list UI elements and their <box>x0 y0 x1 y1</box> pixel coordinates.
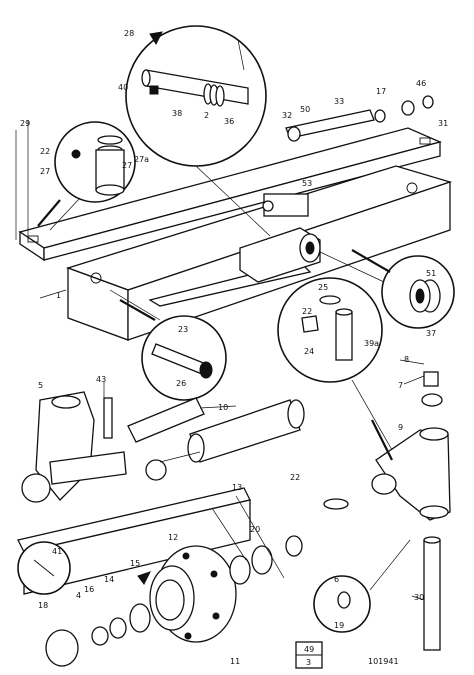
callout-20: 20 <box>250 525 260 534</box>
upper-side-rail <box>18 127 442 262</box>
box-label-bottom: 3 <box>306 658 311 667</box>
callout-4: 4 <box>76 591 81 600</box>
callout-22-b: 22 <box>302 307 312 316</box>
upper-right-shaft <box>285 95 434 142</box>
callout-22-c: 22 <box>290 473 300 482</box>
callout-7: 7 <box>398 381 403 390</box>
detail-circle-pin <box>125 25 271 237</box>
callout-11: 11 <box>230 657 240 666</box>
callout-17: 17 <box>376 87 386 96</box>
callout-28: 28 <box>124 29 134 38</box>
callout-36: 36 <box>224 117 234 126</box>
callout-labels: 28 40 38 2 36 32 50 33 17 46 31 29 22 27… <box>20 29 448 667</box>
callout-40: 40 <box>118 83 128 92</box>
callout-13: 13 <box>232 483 242 492</box>
callout-23: 23 <box>178 325 188 334</box>
callout-10: 10 <box>218 403 228 412</box>
drawing-number: 101941 <box>368 657 399 666</box>
callout-8: 8 <box>404 355 409 364</box>
wheel-hub <box>149 545 237 643</box>
callout-leaders <box>15 39 425 601</box>
callout-30: 30 <box>414 593 424 602</box>
callout-22-a: 22 <box>40 147 50 156</box>
kingpin <box>323 371 443 651</box>
callout-18: 18 <box>38 601 48 610</box>
callout-27-a: 27 <box>40 167 50 176</box>
callout-6: 6 <box>334 575 339 584</box>
hub-cap-circle <box>17 541 79 667</box>
callout-29: 29 <box>20 119 30 128</box>
callout-14: 14 <box>104 575 114 584</box>
callout-38: 38 <box>172 109 182 118</box>
detail-circle-seal <box>319 251 455 329</box>
callout-9: 9 <box>398 423 403 432</box>
callout-27a: 27a <box>134 155 149 164</box>
callout-33: 33 <box>334 97 344 106</box>
detail-circle-bushing <box>49 121 136 231</box>
callout-19: 19 <box>334 621 344 630</box>
callout-31: 31 <box>438 119 448 128</box>
pivot-housing <box>239 193 321 283</box>
part-number-box <box>295 641 323 669</box>
steering-ram <box>127 397 305 481</box>
callout-2: 2 <box>204 111 209 120</box>
callout-50: 50 <box>300 105 310 114</box>
callout-37: 37 <box>426 329 436 338</box>
callout-41: 41 <box>52 547 62 556</box>
callout-46: 46 <box>416 79 426 88</box>
callout-5: 5 <box>38 381 43 390</box>
arrow-leaders <box>37 31 393 585</box>
callout-1: 1 <box>56 291 61 300</box>
callout-39a: 39a <box>364 339 379 348</box>
callout-53: 53 <box>302 179 312 188</box>
callout-26: 26 <box>176 379 186 388</box>
box-label-top: 49 <box>304 645 314 654</box>
steering-knuckle-right <box>371 427 451 521</box>
callout-15: 15 <box>130 559 140 568</box>
callout-32: 32 <box>282 111 292 120</box>
callout-43: 43 <box>96 375 106 384</box>
detail-circle-nipple <box>109 289 227 401</box>
callout-16: 16 <box>84 585 94 594</box>
callout-24: 24 <box>304 347 314 356</box>
callout-25: 25 <box>318 283 328 292</box>
callout-51: 51 <box>426 269 436 278</box>
detail-circle-link-pin <box>277 277 393 451</box>
callout-12: 12 <box>168 533 178 542</box>
steering-knuckle-left <box>21 391 127 503</box>
callout-27-b: 27 <box>122 161 132 170</box>
bearings-row <box>91 535 303 646</box>
detail-circle-bottom <box>313 539 411 633</box>
